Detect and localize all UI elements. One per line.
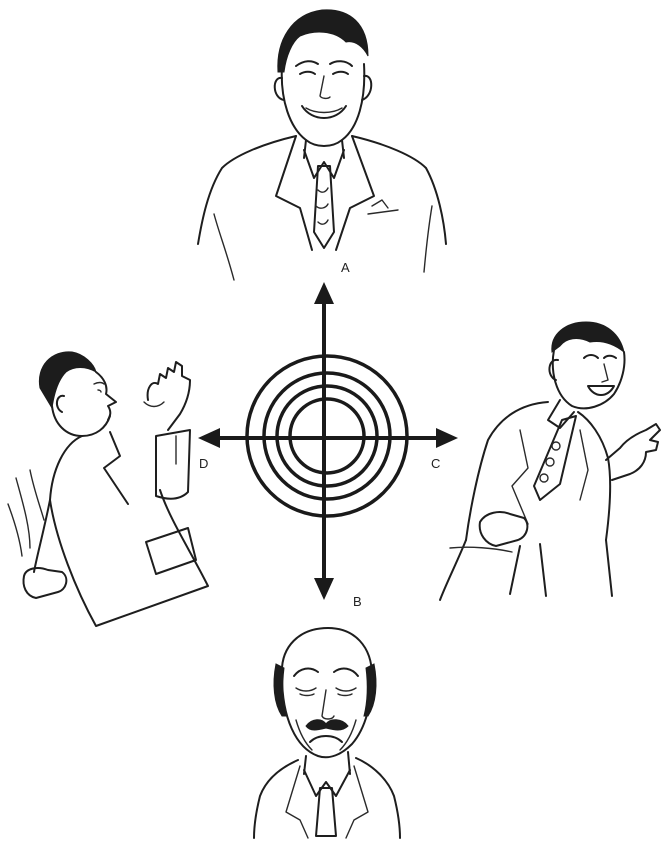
label-b: B	[353, 594, 362, 609]
sad-old-man-icon	[254, 628, 400, 838]
arrow-left-head	[198, 428, 220, 448]
direction-arrows	[198, 282, 458, 600]
arrow-down-head	[314, 578, 334, 600]
arrow-up-head	[314, 282, 334, 304]
startled-man-icon	[8, 352, 208, 626]
label-a: A	[341, 260, 350, 275]
label-d: D	[199, 456, 208, 471]
label-c: C	[431, 456, 440, 471]
arrow-right-head	[436, 428, 458, 448]
laughing-man-icon	[440, 322, 660, 600]
smiling-man-icon	[198, 10, 446, 280]
